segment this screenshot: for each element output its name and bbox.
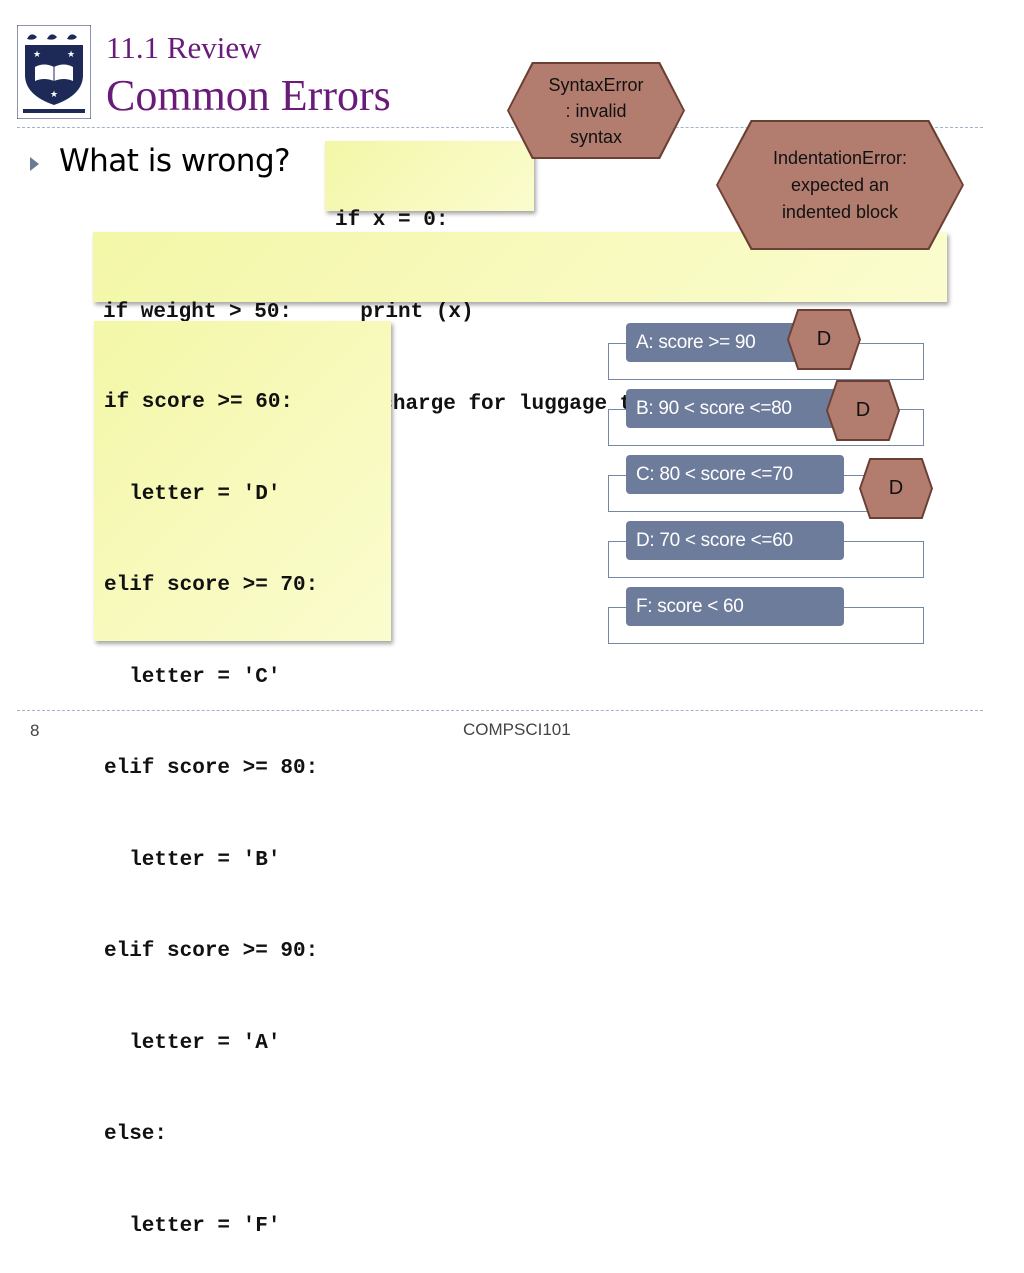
code-snippet-score: if score >= 60: letter = 'D' elif score … [94, 321, 391, 1238]
indentation-error-text: IndentationError: expected an indented b… [772, 147, 908, 222]
syntax-error-text: SyntaxError : invalid syntax [548, 74, 644, 147]
answer-b-badge: D [828, 382, 898, 439]
svg-text:★: ★ [50, 90, 58, 100]
bullet-arrow-icon [30, 157, 39, 171]
answer-a-text: D [816, 328, 832, 350]
university-logo: ★ ★ ★ [16, 24, 92, 120]
code-line: elif score >= 80: [104, 757, 319, 780]
slide-subtitle: 11.1 Review [106, 30, 262, 65]
answer-c-badge: D [861, 460, 931, 517]
code-line: print (x) [335, 300, 474, 324]
footer-divider [17, 710, 983, 711]
indentation-error-callout: IndentationError: expected an indented b… [718, 122, 962, 248]
bullet-question: What is wrong? [59, 143, 291, 179]
code-line: elif score >= 90: [104, 940, 319, 963]
code-line: elif score >= 70: [104, 574, 319, 597]
option-b-label[interactable]: B: 90 < score <=80 [626, 389, 844, 428]
code-line: else: [104, 1123, 168, 1146]
code-snippet-if-x: if x = 0: print (x) [325, 141, 534, 324]
code-line: letter = 'C' [104, 665, 281, 689]
svg-text:★: ★ [33, 50, 41, 60]
page-number: 8 [30, 721, 40, 740]
code-line: letter = 'D' [104, 482, 281, 506]
code-line: if x = 0: [335, 209, 449, 232]
option-f-label[interactable]: F: score < 60 [626, 587, 844, 626]
svg-text:★: ★ [67, 50, 75, 60]
answer-c-text: D [888, 477, 904, 499]
code-line: letter = 'F' [104, 1214, 281, 1238]
course-code: COMPSCI101 [463, 720, 571, 739]
code-line: if score >= 60: [104, 391, 294, 414]
option-d-label[interactable]: D: 70 < score <=60 [626, 521, 844, 560]
answer-b-text: D [855, 399, 871, 421]
option-c-label[interactable]: C: 80 < score <=70 [626, 455, 844, 494]
header-divider [17, 127, 983, 128]
syntax-error-callout: SyntaxError : invalid syntax [509, 64, 683, 157]
code-line: if weight > 50: [103, 301, 293, 324]
code-line: letter = 'A' [104, 1031, 281, 1055]
answer-a-badge: D [789, 311, 859, 368]
code-line: letter = 'B' [104, 848, 281, 872]
slide-title: Common Errors [106, 71, 391, 120]
